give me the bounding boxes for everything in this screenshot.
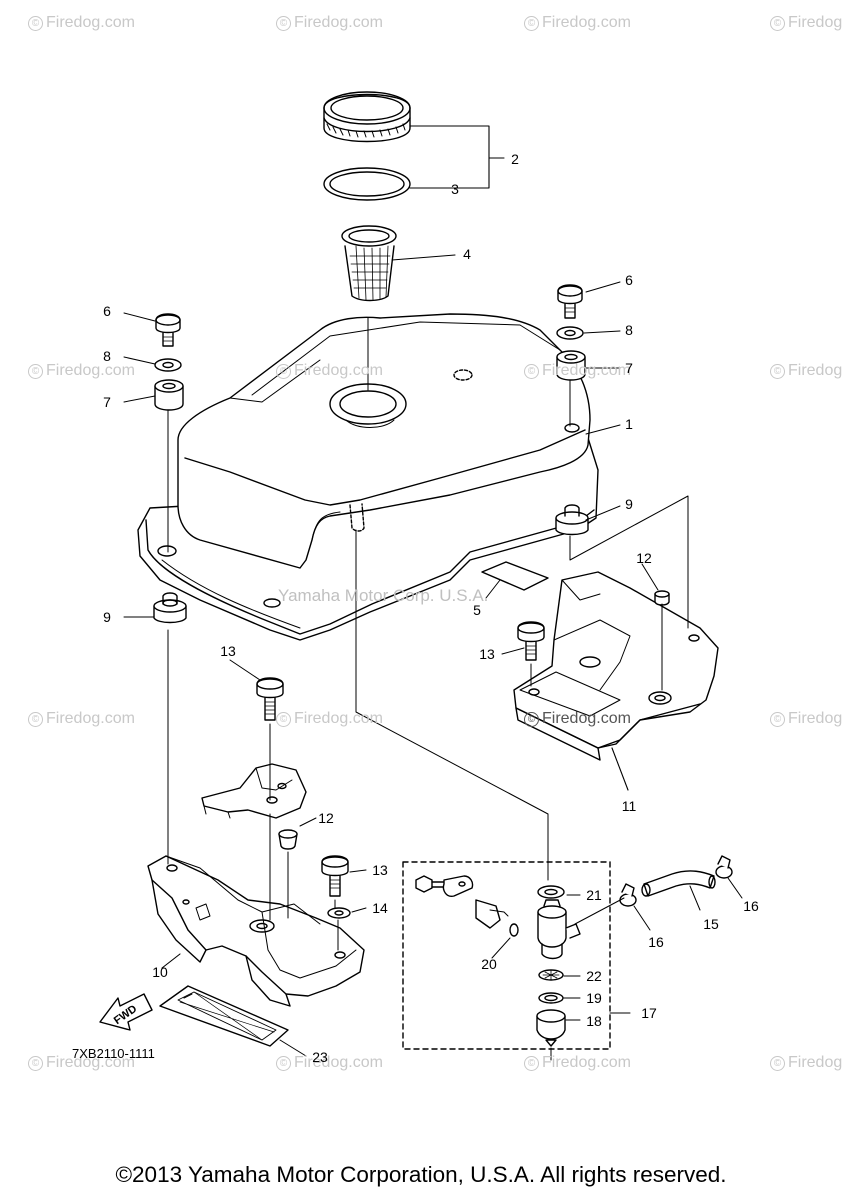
callout-7-right: 7 [625, 360, 633, 376]
damper-part [481, 561, 549, 591]
callout-5: 5 [473, 602, 481, 618]
grommet-right [555, 504, 589, 536]
watermark-top-right: ©Firedog.com [524, 14, 631, 32]
bolt-left [256, 677, 284, 721]
callout-4: 4 [463, 246, 471, 262]
plug-left [278, 829, 298, 850]
plug-right [654, 590, 670, 606]
watermark-row4-right: ©Firedog.com [524, 1054, 631, 1072]
callout-13-lower: 13 [372, 862, 388, 878]
pad-23-part [159, 985, 289, 1047]
watermark-row4-edge: ©Firedog.com [770, 1054, 842, 1072]
diagram-watermark: Yamaha Motor Corp. U.S.A. [278, 586, 489, 605]
callout-18: 18 [586, 1013, 602, 1029]
callout-21: 21 [586, 887, 602, 903]
watermark-row3-left: ©Firedog.com [28, 710, 135, 728]
callout-2: 2 [511, 151, 519, 167]
watermark-top-mid: ©Firedog.com [276, 14, 383, 32]
callout-12-right: 12 [636, 550, 652, 566]
callout-1: 1 [625, 416, 633, 432]
tank-mount-bolt-left [154, 313, 184, 411]
hose-clamp-right [715, 855, 733, 879]
grommet-left [153, 592, 187, 624]
fuel-cap-part [323, 91, 411, 143]
callout-13-left: 13 [220, 643, 236, 659]
callout-14: 14 [372, 900, 388, 916]
watermark-row2-left: ©Firedog.com [28, 362, 135, 380]
callout-20: 20 [481, 956, 497, 972]
callout-7-left: 7 [103, 394, 111, 410]
callout-8-right: 8 [625, 322, 633, 338]
callout-16-right: 16 [743, 898, 759, 914]
callout-10: 10 [152, 964, 168, 980]
bracket-10-part [147, 855, 365, 1007]
callout-19: 19 [586, 990, 602, 1006]
copyright-notice: ©2013 Yamaha Motor Corporation, U.S.A. A… [115, 1162, 727, 1187]
assembly-leader-lines [167, 317, 689, 1061]
watermark-top-edge: ©Firedog.com [770, 14, 842, 32]
callout-22: 22 [586, 968, 602, 984]
callout-23: 23 [312, 1049, 328, 1065]
callout-11: 11 [621, 798, 637, 814]
bolt-lower [321, 855, 349, 897]
watermark-row2-mid: ©Firedog.com [276, 362, 383, 380]
callout-leaders [123, 281, 743, 1057]
forward-arrow-icon [99, 993, 153, 1031]
callout-3: 3 [451, 181, 459, 197]
tank-mount-bolt-right [556, 284, 586, 381]
watermark-top-left: ©Firedog.com [28, 14, 135, 32]
hose-clamp-left [619, 883, 637, 907]
watermark-row2-edge: ©Firedog.com [770, 362, 842, 380]
callout-12-left: 12 [318, 810, 334, 826]
watermark-row4-mid: ©Firedog.com [276, 1054, 383, 1072]
watermark-row3-mid: ©Firedog.com [276, 710, 383, 728]
callout-16-left: 16 [648, 934, 664, 950]
washer-14 [327, 907, 351, 919]
fuel-hose-part [641, 870, 716, 897]
callout-15: 15 [703, 916, 719, 932]
small-bracket-part [201, 763, 307, 819]
gasket-part [323, 167, 411, 201]
fuel-cock-assembly-box [402, 861, 611, 1050]
bolt-right [517, 621, 545, 661]
callout-8-left: 8 [103, 348, 111, 364]
callout-6-right: 6 [625, 272, 633, 288]
callout-6-left: 6 [103, 303, 111, 319]
diagram-code: 7XB2110-1111 [72, 1046, 155, 1061]
strainer-part [341, 225, 397, 302]
tray-bracket-part [513, 571, 719, 791]
callout-13-right: 13 [479, 646, 495, 662]
fuel-cock-parts [415, 875, 581, 1047]
watermark-row3-edge: ©Firedog.com [770, 710, 842, 728]
watermark-row3-right: ©Firedog.com [524, 710, 631, 728]
watermark-row4-left: ©Firedog.com [28, 1054, 135, 1072]
watermark-row2-right: ©Firedog.com [524, 362, 631, 380]
callout-9-left: 9 [103, 609, 111, 625]
callout-17: 17 [641, 1005, 657, 1021]
callout-9-right: 9 [625, 496, 633, 512]
